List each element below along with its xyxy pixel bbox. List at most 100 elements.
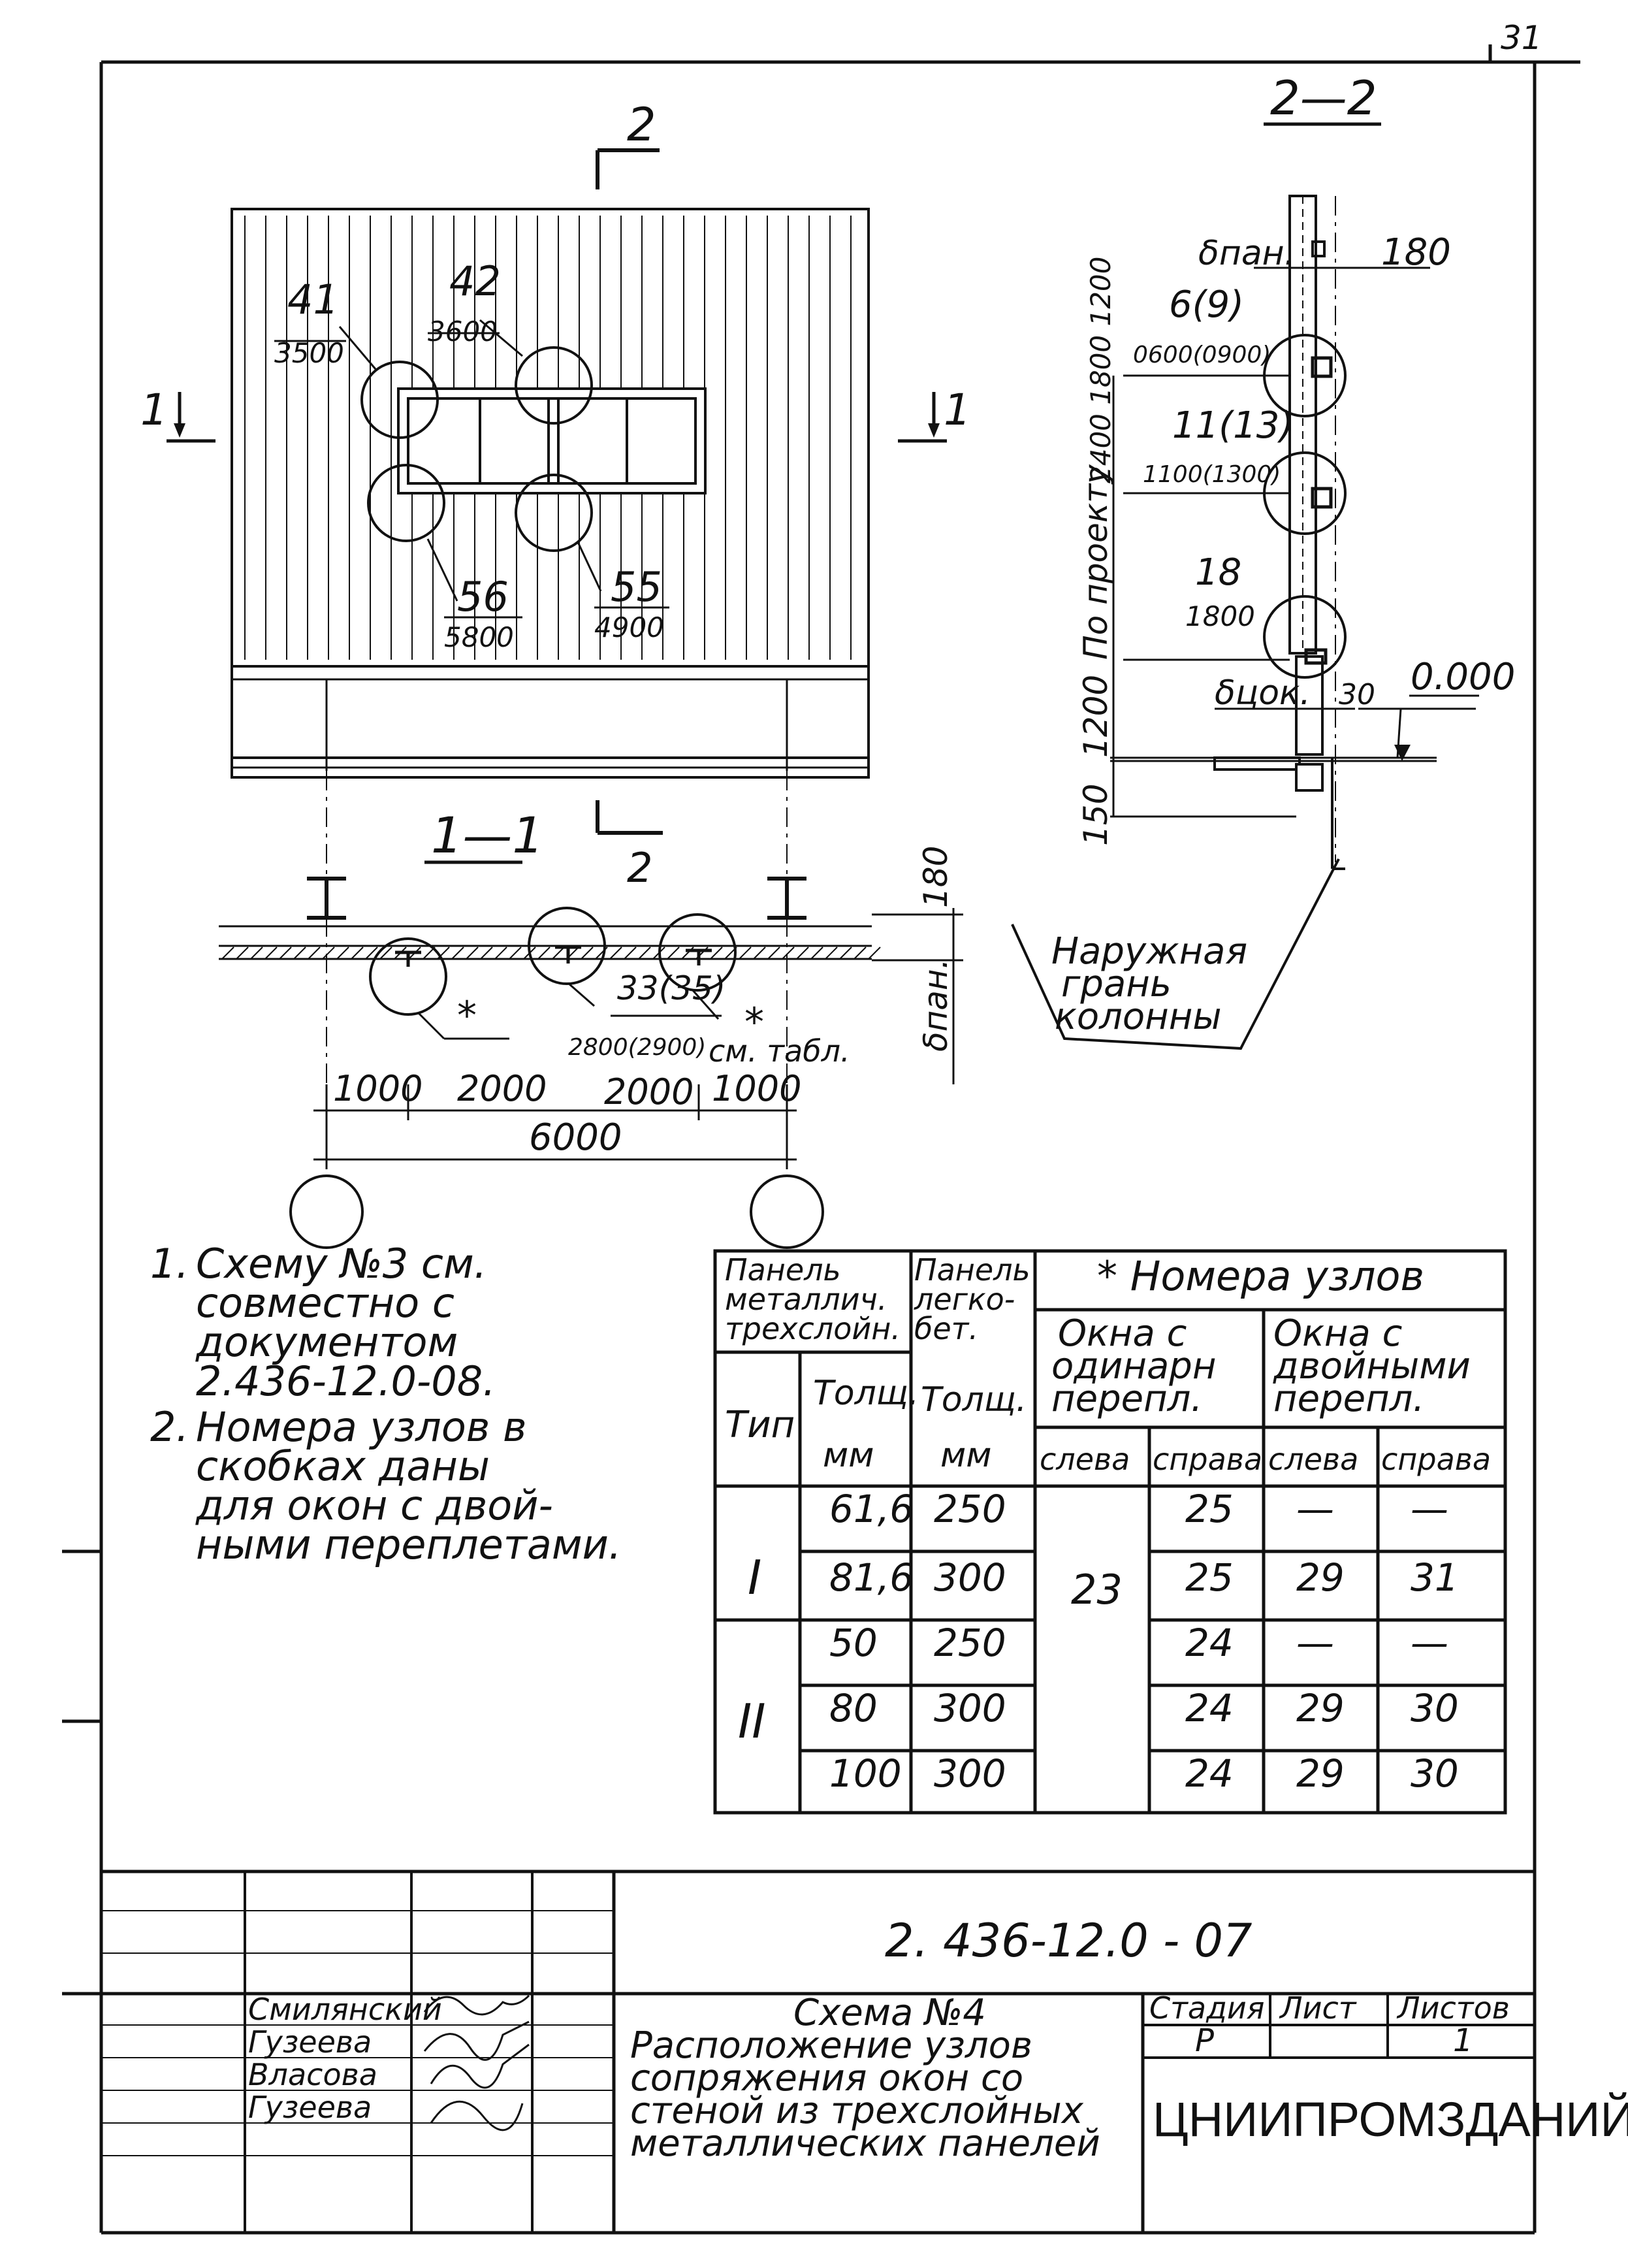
- s11-node-num: 33(35): [617, 969, 726, 1007]
- s11-d2000b: 2000: [604, 1071, 694, 1112]
- table-cell-t1: 100: [829, 1751, 902, 1796]
- node-56-val: 5800: [444, 621, 514, 653]
- s22-btsok: δцок.: [1215, 673, 1311, 713]
- table-cell-r1: 24: [1185, 1621, 1234, 1665]
- s11-column-note-l3: колонны: [1055, 996, 1222, 1038]
- node-circle-55: [515, 474, 593, 552]
- node-41-num: 41: [287, 276, 339, 323]
- s22-node2-val: 1100(1300): [1143, 461, 1281, 488]
- table-cell-r2: 31: [1411, 1555, 1459, 1600]
- section-2-top-label: 2: [627, 98, 656, 152]
- name-4: Гузеева: [248, 2090, 372, 2125]
- name-3: Власова: [248, 2057, 377, 2092]
- note-2: 2. Номера узлов в скобках даны для окон …: [150, 1403, 686, 1568]
- section-2-2: 2—2: [1077, 71, 1515, 870]
- s22-dim150: 150: [1077, 784, 1115, 846]
- s11-node-val: 2800(2900): [568, 1034, 706, 1061]
- s11-d1000b: 1000: [712, 1068, 801, 1109]
- note-1-text: Схему №3 см. совместно с документом 2.43…: [196, 1240, 496, 1405]
- section-1-right-label: 1: [944, 385, 971, 435]
- th-mm1: мм: [823, 1436, 874, 1475]
- sheet-header: Лист: [1279, 1990, 1357, 2026]
- th-left1: слева: [1040, 1442, 1130, 1477]
- note-2-text: Номера узлов в скобках даны для окон с д…: [196, 1403, 622, 1568]
- th-nodes: * Номера узлов: [1097, 1252, 1424, 1300]
- s11-star1: *: [457, 993, 477, 1039]
- s11-see-table: см. табл.: [709, 1033, 850, 1069]
- stage-value: Р: [1195, 2022, 1214, 2059]
- s22-node2-num: 11(13): [1172, 404, 1294, 447]
- note-1: 1. Схему №3 см. совместно с документом 2…: [150, 1240, 686, 1405]
- node-circle-56: [367, 464, 445, 542]
- th-mm2: мм: [940, 1436, 991, 1475]
- node-41-val: 3500: [274, 337, 344, 369]
- th-right2: справа: [1381, 1442, 1491, 1477]
- s22-vdims: 2400 1800 1200: [1085, 257, 1117, 483]
- table-cell-r1: 24: [1185, 1686, 1234, 1730]
- node-42-num: 42: [449, 257, 501, 305]
- s22-po-proektu: По проекту: [1077, 464, 1115, 660]
- elevation-view: 41 3500 42 3600 56 5800 55 4900 2 1 1: [140, 98, 971, 1150]
- node-55-val: 4900: [594, 611, 664, 643]
- th-right1: справа: [1153, 1442, 1262, 1477]
- node-circle-42: [515, 346, 593, 425]
- type-1: I: [748, 1550, 761, 1605]
- note-1-num: 1.: [150, 1240, 189, 1288]
- section-2-2-title: 2—2: [1270, 71, 1377, 125]
- table-cell-r2: 30: [1411, 1686, 1459, 1730]
- section-1-1-title: 1—1: [431, 806, 544, 864]
- table-cell-r1: 25: [1185, 1487, 1234, 1531]
- table-cell-r2: 30: [1411, 1751, 1459, 1796]
- table-cell-t2: 300: [934, 1686, 1006, 1730]
- s11-d1000a: 1000: [333, 1068, 423, 1109]
- doc-code: 2. 436-12.0 - 07: [885, 1914, 1253, 1968]
- table-cell-r1: 24: [1185, 1751, 1234, 1796]
- s11-d2000a: 2000: [457, 1068, 547, 1109]
- table-cell-r2: —: [1411, 1621, 1448, 1665]
- type-2: II: [738, 1694, 765, 1749]
- th-left2: слева: [1268, 1442, 1358, 1477]
- s11-d6000: 6000: [529, 1116, 622, 1159]
- node-42-val: 3600: [428, 316, 498, 348]
- table-cell-t2: 300: [934, 1555, 1006, 1600]
- th-type: Тип: [725, 1404, 795, 1446]
- sheet-frame: [62, 44, 1580, 2235]
- s11-bpan: δпан.: [917, 958, 955, 1052]
- note-2-num: 2.: [150, 1403, 189, 1451]
- s11-column-note-l2: грань: [1061, 963, 1172, 1005]
- title-block: [101, 1870, 1535, 2233]
- th-thick2: Толщ.: [921, 1380, 1027, 1419]
- s22-node3-num: 18: [1195, 551, 1241, 594]
- table-cell-t1: 50: [829, 1621, 878, 1665]
- s22-level: 0.000: [1411, 656, 1515, 698]
- org-name: ЦНИИПРОМЗДАНИЙ: [1153, 2092, 1628, 2146]
- table-cell-t1: 80: [829, 1686, 878, 1730]
- section-2-bottom-label: 2: [627, 844, 652, 892]
- table-cell-t1: 81,6: [829, 1555, 914, 1600]
- merged-left: 23: [1071, 1566, 1123, 1613]
- table-cell-l2: 29: [1296, 1555, 1345, 1600]
- table-cell-l2: —: [1296, 1487, 1334, 1531]
- name-1: Смилянский: [248, 1992, 442, 2027]
- s22-node1-num: 6(9): [1169, 284, 1244, 326]
- window-frame: [397, 387, 707, 494]
- node-55-num: 55: [611, 563, 662, 611]
- table-cell-t2: 250: [934, 1621, 1006, 1665]
- section-1-left-label: 1: [140, 385, 168, 435]
- name-2: Гузеева: [248, 2024, 372, 2060]
- table-cell-t2: 300: [934, 1751, 1006, 1796]
- notes-block: 1. Схему №3 см. совместно с документом 2…: [150, 1244, 686, 1571]
- sheets-value: 1: [1453, 2022, 1473, 2059]
- table-cell-l2: 29: [1296, 1686, 1345, 1730]
- doc-title: Схема №4 Расположение узлов сопряжения о…: [630, 1992, 1100, 2165]
- s11-dim180: 180: [917, 846, 955, 908]
- table-cell-t1: 61,6: [829, 1487, 914, 1531]
- s22-dim1200: 1200: [1077, 675, 1115, 758]
- s11-column-note-l1: Наружная: [1051, 930, 1247, 973]
